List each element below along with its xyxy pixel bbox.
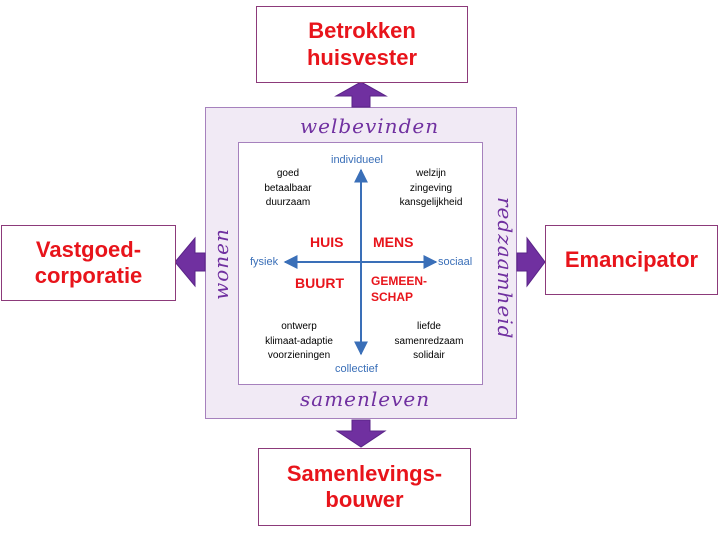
axis-label-fysiek: fysiek [250,256,279,268]
axis-label-individueel: individueel [331,154,383,166]
arrow-right [516,236,546,288]
role-betrokken-huisvester: Betrokken huisvester [306,18,418,70]
arrow-up [334,81,388,108]
role-vastgoed-corporatie: Vastgoed- corporatie [34,236,143,288]
role-box-top: Betrokken huisvester [256,6,468,83]
corner-list-bottom-right: liefde samenredzaam solidair [394,321,464,361]
arrow-left [174,236,206,288]
quadrant-buurt: BUURT [295,275,344,291]
corner-list-top-right: welzijn zingeving kansgelijkheid [399,168,463,208]
role-box-left: Vastgoed- corporatie [1,225,176,301]
axis-label-sociaal: sociaal [438,256,473,268]
role-emancipator: Emancipator [564,246,699,272]
quadrant-mens: MENS [373,234,414,250]
frame-label-left: wonen [209,228,233,300]
quadrant-huis: HUIS [310,234,344,250]
axis-label-collectief: collectief [335,363,378,375]
role-box-right: Emancipator [545,225,718,295]
arrow-down [335,419,387,448]
frame-label-right: redzaamheid [493,197,517,340]
corner-list-top-left: goed betaalbaar duurzaam [264,168,312,208]
role-samenlevingsbouwer: Samenlevings- bouwer [286,460,443,512]
role-box-bottom: Samenlevings- bouwer [258,448,471,526]
frame-label-top: welbevinden [300,114,440,138]
frame-label-bottom: samenleven [300,387,431,411]
quadrant-gemeenschap: GEMEEN- SCHAP [371,274,428,304]
corner-list-bottom-left: ontwerp klimaat-adaptie voorzieningen [265,321,333,361]
